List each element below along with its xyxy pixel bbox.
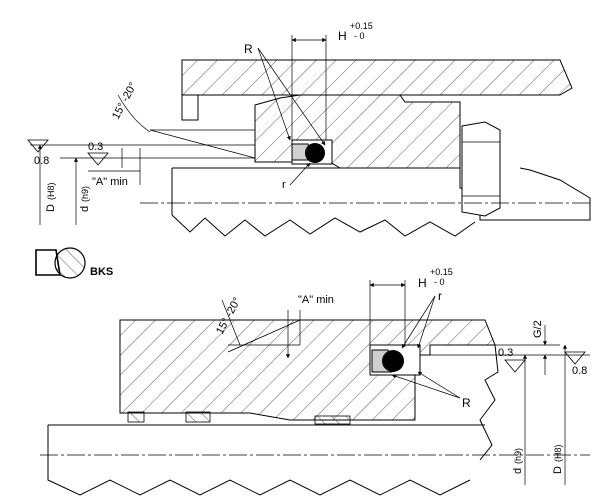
upper-label-R: R (244, 42, 253, 56)
lower-housing (119, 319, 496, 421)
upper-roughness-symbol-small (87, 152, 109, 166)
upper-dim-D: D (45, 204, 57, 212)
lower-label-H: H (418, 276, 427, 290)
upper-dim-d-fit: (h9) (80, 186, 90, 202)
lower-roughness-small: 0.3 (498, 347, 513, 359)
upper-angle: 15° -20° (110, 80, 139, 121)
lower-tol-plus: +0.15 (430, 267, 453, 277)
upper-nut (461, 121, 501, 217)
upper-tol-plus: +0.15 (350, 21, 373, 31)
lower-o-ring (382, 350, 404, 372)
lower-label-R: R (462, 396, 471, 410)
bks-profile-icon (35, 249, 61, 276)
upper-piston (254, 94, 461, 169)
upper-housing-wall (181, 94, 199, 121)
upper-dim-d: d (79, 206, 91, 212)
upper-roughness-small: 0.3 (88, 141, 103, 153)
upper-assembly (27, 35, 591, 237)
lower-assembly (40, 280, 590, 496)
lower-dim-d-fit: (h9) (513, 448, 523, 464)
upper-tol-minus: - 0 (354, 31, 365, 41)
lower-guide-ring-2 (185, 411, 211, 423)
lower-dim-d: d (512, 468, 524, 474)
upper-housing (181, 59, 573, 96)
upper-dim-D-fit: (H8) (46, 182, 56, 200)
upper-break-line (171, 214, 476, 237)
upper-roughness-symbol (27, 139, 49, 153)
bks-o-ring-icon (54, 247, 86, 279)
lower-g-half: G/2 (532, 320, 544, 338)
lower-dim-D: D (552, 466, 564, 474)
upper-rod (172, 167, 591, 221)
upper-roughness-value: 0.8 (34, 155, 49, 167)
lower-label-r: r (438, 289, 442, 303)
bks-legend: BKS (35, 247, 113, 279)
lower-dim-D-fit: (H8) (553, 444, 563, 462)
lower-roughness-value: 0.8 (572, 365, 587, 377)
upper-o-ring (305, 143, 325, 163)
lower-roughness-symbol-small (504, 359, 526, 373)
upper-label-r: r (282, 179, 286, 191)
lower-a-min: "A" min (298, 294, 334, 306)
upper-labels: R H +0.15 - 0 15° -20° 0.8 0.3 "A" min r… (34, 21, 373, 212)
lower-tol-minus: - 0 (434, 277, 445, 287)
upper-label-H: H (338, 29, 347, 43)
lower-guide-ring-1 (127, 411, 145, 423)
lower-guide-ring-3 (314, 415, 351, 425)
upper-a-min: "A" min (92, 176, 128, 188)
legend-label: BKS (90, 266, 113, 278)
lower-roughness-symbol (564, 351, 586, 365)
